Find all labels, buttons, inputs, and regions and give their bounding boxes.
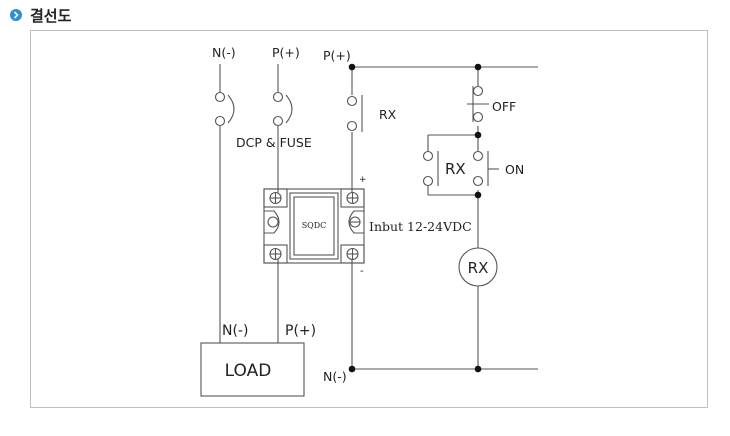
fuse-label: DCP & FUSE [236,135,312,150]
rx-coil [458,247,498,287]
bus-n-label: N(-) [323,369,347,384]
load-box [200,342,305,397]
fuse-switch-p [272,91,293,127]
diagram-frame [30,30,708,408]
fuse-switch-n [214,91,235,127]
rx-contact [346,95,363,132]
rx-hold-contact [422,134,478,196]
rx-coil-label: RX [468,259,489,277]
chevron-right-icon [10,9,22,21]
section-title: 결선도 [30,6,72,25]
top-n-label: N(-) [212,45,236,60]
junction-dots [348,63,482,373]
plus-sign: + [359,175,367,185]
on-label: ON [505,162,524,177]
on-switch [472,150,499,187]
input-label: Inbut 12-24VDC [369,219,472,234]
off-switch [467,85,489,123]
rx-contact-label: RX [379,107,397,122]
minus-sign: - [360,266,364,277]
top-p-label: P(+) [272,45,300,60]
ssr-terminal-screws [267,191,361,261]
ssr-module [263,188,365,264]
bus-p-label: P(+) [323,48,351,63]
load-n-label: N(-) [222,323,248,339]
section-header: 결선도 [10,5,71,25]
load-label: LOAD [225,361,272,381]
ssr-label: SQDC [302,221,327,230]
load-p-label: P(+) [285,323,316,339]
rx-hold-label: RX [445,160,466,178]
off-label: OFF [492,99,516,114]
